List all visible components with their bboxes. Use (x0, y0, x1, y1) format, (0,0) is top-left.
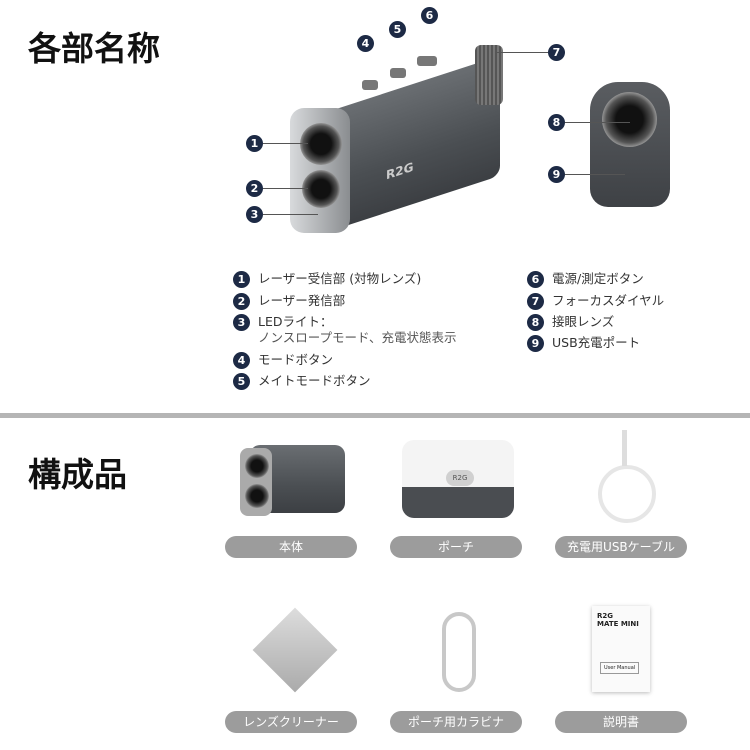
component-label: ポーチ用カラビナ (390, 711, 522, 733)
lens-cleaner-image (252, 607, 338, 693)
callout-badge: 9 (548, 166, 565, 183)
component-label: レンズクリーナー (225, 711, 357, 733)
section-divider (0, 413, 750, 418)
rangefinder-thumbnail (240, 440, 345, 518)
callout-badge: 1 (246, 135, 263, 152)
rangefinder-image: R2G (290, 45, 510, 235)
callout-badge: 8 (548, 114, 565, 131)
callout-badge: 6 (421, 7, 438, 24)
component-label: 本体 (225, 536, 357, 558)
component-label: 説明書 (555, 711, 687, 733)
usb-cable-image (598, 465, 656, 523)
callout-badge: 2 (246, 180, 263, 197)
component-label: ポーチ (390, 536, 522, 558)
section-title-parts: 各部名称 (28, 29, 160, 68)
callout-badge: 3 (246, 206, 263, 223)
pouch-image: R2G (402, 440, 514, 518)
manual-image: R2G MATE MINI User Manual (592, 606, 650, 692)
component-label: 充電用USBケーブル (555, 536, 687, 558)
callout-badge: 4 (357, 35, 374, 52)
callout-badge: 7 (548, 44, 565, 61)
usb-connector (622, 430, 627, 466)
callout-badge: 5 (389, 21, 406, 38)
section-title-components: 構成品 (28, 455, 127, 494)
rangefinder-rear-image (590, 82, 670, 207)
carabiner-image (442, 612, 476, 692)
